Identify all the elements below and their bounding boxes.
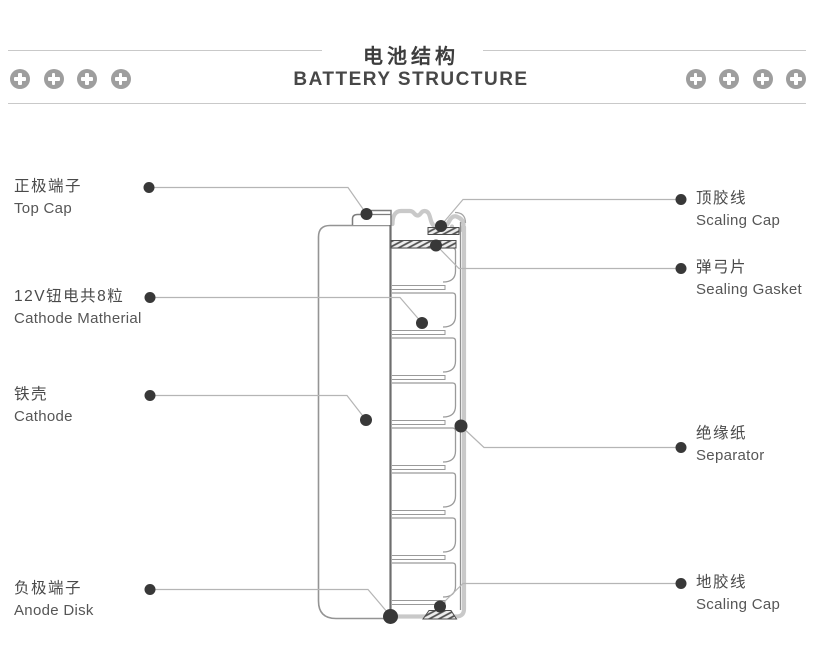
callout-dots (143, 182, 687, 624)
button-cell (392, 517, 457, 553)
label-zh: 12V钮电共8粒 (14, 288, 125, 305)
cell-lid (392, 510, 446, 515)
cell-stack (392, 247, 457, 605)
label-cathode-shell: 铁壳 Cathode (14, 384, 73, 428)
label-zh: 负极端子 (14, 580, 83, 597)
label-sealing-gasket: 弹弓片 Sealing Gasket (696, 257, 802, 301)
cell-lid (392, 465, 446, 470)
cell-lid (392, 375, 446, 380)
casing-outline (317, 224, 392, 620)
label-top-cap: 正极端子 Top Cap (14, 176, 82, 220)
button-cell (392, 337, 457, 373)
label-separator: 绝缘纸 Separator (696, 423, 765, 467)
plus-icon (43, 69, 64, 89)
button-cell (392, 247, 457, 283)
cell-lid (392, 600, 446, 605)
page-subtitle: BATTERY STRUCTURE (293, 69, 529, 90)
button-cell (392, 562, 457, 598)
plus-icon (786, 69, 806, 89)
label-en: Anode Disk (14, 602, 94, 619)
header-divider-bottom (8, 103, 806, 104)
decor-plus-icons-right (685, 69, 806, 89)
label-zh: 正极端子 (14, 178, 83, 195)
label-en: Sealing Gasket (696, 281, 802, 298)
plus-icon (752, 69, 773, 89)
label-en: Cathode (14, 408, 73, 425)
cell-lid (392, 330, 446, 335)
plus-icon (77, 69, 97, 89)
seal-top-wide (390, 240, 457, 249)
leader-lines (149, 186, 681, 617)
label-en: Separator (696, 447, 765, 464)
seal-bottom (422, 610, 458, 620)
plus-icon (10, 69, 30, 89)
label-zh: 绝缘纸 (696, 425, 748, 442)
plus-icon (685, 69, 706, 89)
plus-icon (719, 69, 739, 89)
label-en: Cathode Matherial (14, 310, 142, 327)
button-cell (392, 472, 457, 508)
label-en: Scaling Cap (696, 596, 781, 613)
label-zh: 地胶线 (696, 574, 748, 591)
label-anode-disk: 负极端子 Anode Disk (14, 578, 94, 622)
button-cell (392, 427, 457, 463)
header-divider-left (8, 50, 322, 51)
label-en: Scaling Cap (696, 212, 781, 229)
cell-lid (392, 285, 446, 290)
label-zh: 顶胶线 (696, 190, 748, 207)
button-cell (392, 292, 457, 328)
label-en: Top Cap (14, 200, 72, 217)
page-title: 电池结构 (363, 46, 459, 68)
label-zh: 铁壳 (14, 386, 49, 403)
cell-lid (392, 555, 446, 560)
decor-plus-icons-left (10, 69, 131, 89)
label-zh: 弹弓片 (696, 259, 748, 276)
label-bottom-sealing: 地胶线 Scaling Cap (696, 572, 780, 616)
label-top-sealing: 顶胶线 Scaling Cap (696, 188, 780, 232)
header-divider-right (483, 50, 806, 51)
cell-lid (392, 420, 446, 425)
button-cell (392, 382, 457, 418)
label-cathode-material: 12V钮电共8粒 Cathode Matherial (14, 286, 142, 330)
outer-wrap (388, 224, 467, 619)
plus-icon (110, 69, 131, 89)
